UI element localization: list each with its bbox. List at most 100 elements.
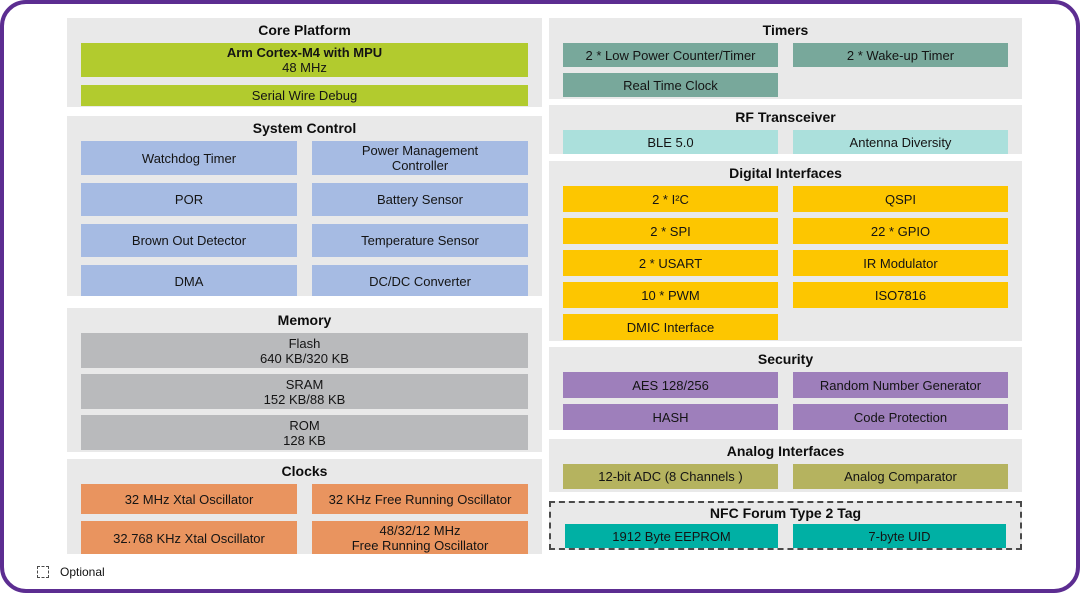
block-label: Real Time Clock	[623, 77, 718, 93]
block-label: 2 * USART	[638, 255, 703, 271]
block-label: BLE 5.0	[647, 134, 694, 150]
block-12-bit-adc-8-channels: 12-bit ADC (8 Channels )	[563, 464, 778, 489]
block-label: Flash	[288, 335, 321, 351]
block-label: AES 128/256	[632, 377, 709, 393]
block-label: POR	[174, 192, 204, 207]
blocks-grid-rf-transceiver: BLE 5.0 Antenna Diversity	[549, 125, 1022, 154]
block-32-mhz-xtal-oscillator: 32 MHz Xtal Oscillator	[81, 484, 297, 514]
block-1912-byte-eeprom: 1912 Byte EEPROM	[565, 524, 778, 548]
block-label: Antenna Diversity	[849, 134, 952, 150]
block-label: Analog Comparator	[844, 469, 957, 484]
block-label: Watchdog Timer	[141, 150, 237, 166]
block-label: DMA	[174, 274, 204, 289]
block-label: QSPI	[884, 191, 917, 207]
block-brown-out-detector: Brown Out Detector	[81, 224, 297, 257]
section-title-nfc-forum-type-2-tag: NFC Forum Type 2 Tag	[709, 505, 862, 521]
block-dmic-interface: DMIC Interface	[563, 314, 778, 340]
block-label: 48 MHz	[282, 60, 327, 75]
section-title-timers: Timers	[762, 22, 809, 38]
block-label: SRAM	[285, 376, 324, 392]
block-label: Temperature Sensor	[361, 233, 479, 248]
block-label: 1912 Byte EEPROM	[612, 529, 731, 544]
block-label: 128 KB	[283, 432, 326, 448]
block-7-byte-uid: 7-byte UID	[793, 524, 1006, 548]
block-iso7816: ISO7816	[793, 282, 1008, 308]
block-code-protection: Code Protection	[793, 404, 1008, 430]
block-label: 2 * SPI	[650, 223, 691, 239]
block-ble-5-0: BLE 5.0	[563, 130, 778, 154]
block-22-gpio: 22 * GPIO	[793, 218, 1008, 244]
block-label: 2 * Wake-up Timer	[846, 47, 955, 63]
block-label: 7-byte UID	[868, 529, 931, 544]
block-label: Brown Out Detector	[131, 233, 247, 248]
section-title-system-control: System Control	[252, 120, 357, 136]
block-label: 640 KB/320 KB	[260, 350, 349, 366]
block-label: Battery Sensor	[377, 192, 463, 207]
section-title-core-platform: Core Platform	[258, 22, 351, 38]
block-random-number-generator: Random Number Generator	[793, 372, 1008, 398]
block-2-i-c: 2 * I²C	[563, 186, 778, 212]
block-por: POR	[81, 183, 297, 216]
block-label: 22 * GPIO	[870, 223, 931, 239]
blocks-grid-analog-interfaces: 12-bit ADC (8 Channels ) Analog Comparato…	[549, 459, 1022, 489]
section-title-digital-interfaces: Digital Interfaces	[729, 165, 842, 181]
block-label: 48/32/12 MHz	[379, 523, 461, 538]
block-label: Free Running Oscillator	[351, 538, 489, 553]
blocks-grid-clocks: 32 MHz Xtal Oscillator 32 KHz Free Runnin…	[67, 479, 542, 554]
blocks-grid-nfc-forum-type-2-tag: 1912 Byte EEPROM 7-byte UID	[551, 521, 1020, 548]
block-real-time-clock: Real Time Clock	[563, 73, 778, 97]
section-title-analog-interfaces: Analog Interfaces	[726, 443, 845, 459]
optional-dashed-box-icon	[37, 566, 49, 578]
block-dc-dc-converter: DC/DC Converter	[312, 265, 528, 296]
block-label: 152 KB/88 KB	[263, 391, 346, 407]
block-2-spi: 2 * SPI	[563, 218, 778, 244]
block-aes-128-256: AES 128/256	[563, 372, 778, 398]
block-label: DMIC Interface	[626, 319, 715, 335]
block-label: HASH	[652, 409, 689, 425]
block-32-khz-free-running-oscillator: 32 KHz Free Running Oscillator	[312, 484, 528, 514]
block-label: DC/DC Converter	[369, 274, 471, 289]
block-32-768-khz-xtal-oscillator: 32.768 KHz Xtal Oscillator	[81, 521, 297, 554]
section-title-memory: Memory	[277, 312, 332, 328]
blocks-grid-digital-interfaces: 2 * I²C QSPI 2 * SPI 22 * GPIO 2 * USART IR M…	[549, 181, 1022, 340]
block-ir-modulator: IR Modulator	[793, 250, 1008, 276]
block-temperature-sensor: Temperature Sensor	[312, 224, 528, 257]
optional-label: Optional	[60, 565, 105, 579]
section-title-security: Security	[757, 351, 814, 367]
block-hash: HASH	[563, 404, 778, 430]
block-label: 10 * PWM	[641, 287, 700, 303]
block-antenna-diversity: Antenna Diversity	[793, 130, 1008, 154]
block-qspi: QSPI	[793, 186, 1008, 212]
block-label: ISO7816	[874, 287, 927, 303]
block-label: Controller	[391, 158, 449, 173]
block-label: 32 KHz Free Running Oscillator	[328, 491, 512, 507]
block-watchdog-timer: Watchdog Timer	[81, 141, 297, 175]
block-label: Power Management	[361, 143, 479, 158]
block-label: ROM	[289, 417, 320, 433]
block-2-wake-up-timer: 2 * Wake-up Timer	[793, 43, 1008, 67]
block-label: 2 * I²C	[652, 191, 689, 207]
block-label: Code Protection	[853, 409, 948, 425]
block-label: 12-bit ADC (8 Channels )	[598, 469, 743, 484]
block-10-pwm: 10 * PWM	[563, 282, 778, 308]
block-label: Serial Wire Debug	[251, 88, 358, 103]
